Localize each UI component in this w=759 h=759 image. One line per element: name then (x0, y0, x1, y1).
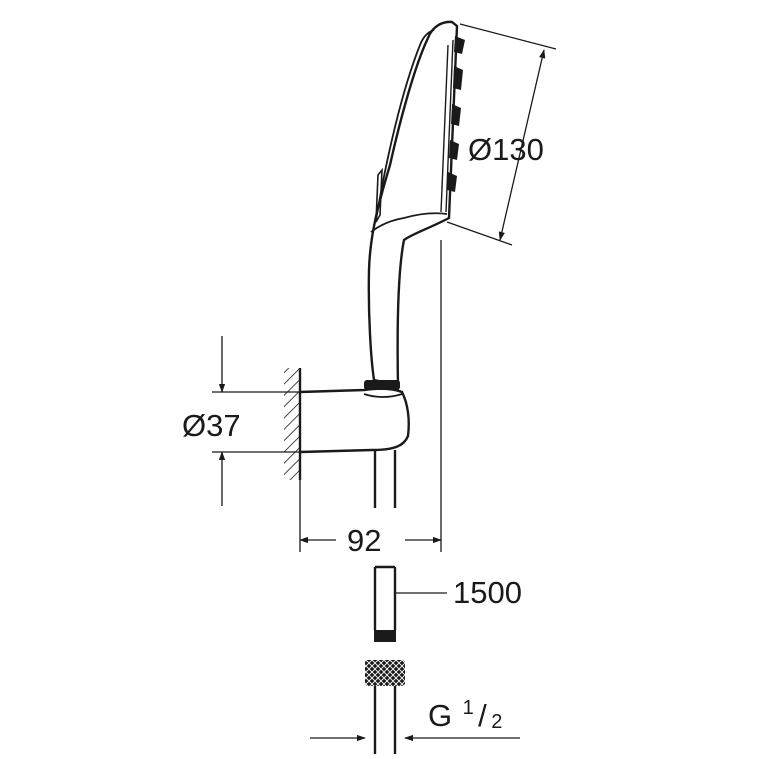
projection-label: 92 (347, 523, 381, 558)
hand-shower (364, 20, 465, 390)
holder-diameter-label: Ø37 (182, 408, 241, 443)
dimension-thread: G 1 / 2 (310, 697, 520, 742)
thread-denominator: 2 (491, 711, 502, 733)
thread-letter: G (428, 698, 452, 733)
dimension-projection: 92 (299, 240, 442, 558)
hose-length-label: 1500 (453, 575, 522, 610)
dimension-holder-diameter: Ø37 (182, 336, 300, 506)
shower-hose (365, 450, 405, 754)
thread-numerator: 1 (463, 697, 474, 719)
dimension-head-diameter: Ø130 (446, 23, 557, 246)
thread-slash: / (478, 698, 487, 733)
head-diameter-label: Ø130 (468, 132, 544, 167)
thread-label: G 1 / 2 (428, 697, 502, 733)
dimension-hose-length: 1500 (395, 575, 522, 610)
